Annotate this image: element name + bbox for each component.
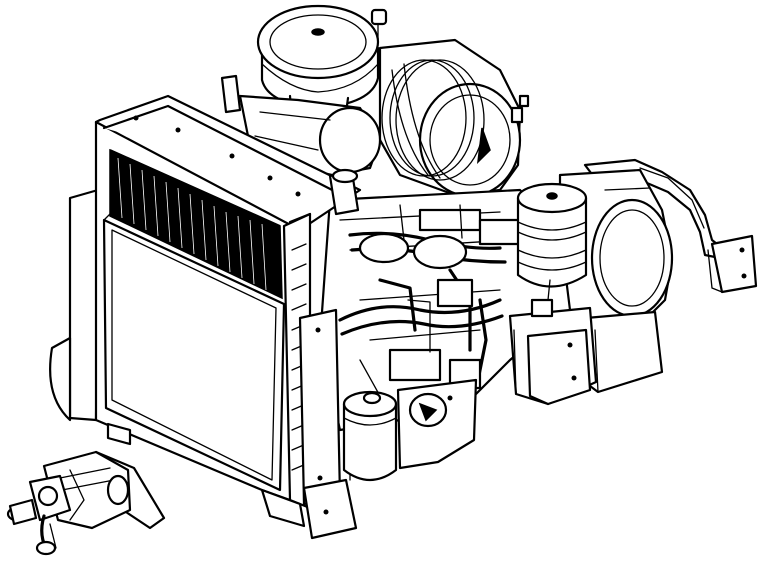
air-filter-canister [256, 4, 388, 122]
mounting-feet [106, 422, 358, 540]
hose-clamp [510, 94, 530, 124]
radiator-assembly [49, 94, 362, 510]
fuel-filter [342, 390, 398, 482]
filter-mount-bracket [508, 298, 598, 406]
air-intake-elbow [378, 38, 522, 198]
oil-pan [396, 378, 478, 470]
coolant-expansion-tank [516, 182, 588, 301]
engine-block [318, 188, 572, 432]
exhaust-bracket [583, 158, 758, 294]
hydraulic-pump [6, 450, 166, 556]
